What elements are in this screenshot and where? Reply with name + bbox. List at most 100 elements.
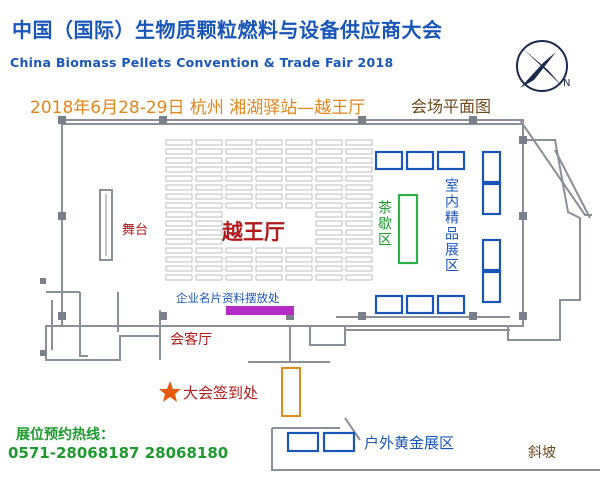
seat-row bbox=[255, 247, 283, 254]
reception-label: 会客厅 bbox=[170, 332, 212, 348]
page-subtitle: China Biomass Pellets Convention & Trade… bbox=[10, 55, 394, 70]
seat-row bbox=[285, 184, 313, 191]
seat-row bbox=[315, 265, 343, 272]
seat-row bbox=[195, 256, 223, 263]
seat-row bbox=[345, 247, 373, 254]
seat-row bbox=[225, 175, 253, 182]
seat-row bbox=[165, 148, 193, 155]
seat-row bbox=[225, 256, 253, 263]
seat-row bbox=[195, 139, 223, 146]
booth[interactable] bbox=[286, 431, 320, 453]
seat-row bbox=[285, 274, 313, 281]
seat-row bbox=[195, 157, 223, 164]
seat-row bbox=[195, 184, 223, 191]
seat-row bbox=[315, 184, 343, 191]
seat-row bbox=[255, 265, 283, 272]
seat-row bbox=[165, 157, 193, 164]
seat-row bbox=[195, 175, 223, 182]
seat-row bbox=[225, 157, 253, 164]
seat-row bbox=[345, 202, 373, 209]
seat-row bbox=[255, 175, 283, 182]
seat-row bbox=[225, 139, 253, 146]
seat-row bbox=[195, 247, 223, 254]
seat-row bbox=[255, 202, 283, 209]
seat-row bbox=[165, 211, 193, 218]
seat-row bbox=[315, 139, 343, 146]
business-card-label: 企业名片资料摆放处 bbox=[176, 291, 280, 305]
seat-row bbox=[315, 211, 343, 218]
hall-label: 越王厅 bbox=[222, 220, 285, 244]
seat-row bbox=[225, 202, 253, 209]
booth[interactable] bbox=[405, 294, 435, 315]
seat-row bbox=[195, 202, 223, 209]
compass-north-letter: N bbox=[563, 78, 570, 89]
compass-icon: N bbox=[516, 40, 570, 92]
seat-row bbox=[345, 229, 373, 236]
seating-rows bbox=[165, 139, 373, 281]
seat-row bbox=[255, 148, 283, 155]
seat-row bbox=[165, 265, 193, 272]
seat-row bbox=[165, 247, 193, 254]
booth[interactable] bbox=[481, 270, 502, 304]
signin-label: 大会签到处 bbox=[183, 384, 259, 402]
seat-row bbox=[345, 184, 373, 191]
seat-row bbox=[195, 148, 223, 155]
seat-row bbox=[255, 157, 283, 164]
hall-pillars bbox=[40, 116, 527, 356]
seat-row bbox=[165, 256, 193, 263]
seat-row bbox=[285, 175, 313, 182]
seat-row bbox=[315, 166, 343, 173]
seat-row bbox=[225, 193, 253, 200]
seat-row bbox=[315, 220, 343, 227]
seat-row bbox=[225, 265, 253, 272]
signin-desk bbox=[281, 367, 301, 417]
booth[interactable] bbox=[436, 294, 466, 315]
booth[interactable] bbox=[374, 150, 404, 171]
booth[interactable] bbox=[374, 294, 404, 315]
seat-row bbox=[315, 148, 343, 155]
seat-row bbox=[195, 193, 223, 200]
seat-row bbox=[165, 202, 193, 209]
seat-row bbox=[315, 202, 343, 209]
booth[interactable] bbox=[436, 150, 466, 171]
seat-row bbox=[285, 202, 313, 209]
star-icon bbox=[159, 381, 181, 402]
seat-row bbox=[315, 175, 343, 182]
seat-row bbox=[345, 157, 373, 164]
outdoor-booths bbox=[286, 431, 356, 453]
seat-row bbox=[165, 184, 193, 191]
seat-row bbox=[345, 265, 373, 272]
seat-row bbox=[255, 193, 283, 200]
seat-row bbox=[345, 274, 373, 281]
seat-row bbox=[345, 148, 373, 155]
seat-row bbox=[195, 220, 223, 227]
booth[interactable] bbox=[322, 431, 356, 453]
seat-row bbox=[345, 238, 373, 245]
seat-row bbox=[345, 211, 373, 218]
seat-row bbox=[255, 184, 283, 191]
seat-row bbox=[285, 265, 313, 272]
booth[interactable] bbox=[481, 182, 502, 216]
seat-row bbox=[195, 274, 223, 281]
seat-row bbox=[315, 229, 343, 236]
seat-row bbox=[225, 148, 253, 155]
business-card-table bbox=[226, 306, 294, 315]
seat-row bbox=[345, 175, 373, 182]
hotline-numbers[interactable]: 0571-28068187 28068180 bbox=[8, 444, 229, 462]
seat-row bbox=[315, 256, 343, 263]
booth[interactable] bbox=[481, 238, 502, 272]
seat-row bbox=[255, 274, 283, 281]
seat-row bbox=[315, 274, 343, 281]
seat-row bbox=[345, 193, 373, 200]
seat-row bbox=[285, 157, 313, 164]
seat-row bbox=[195, 229, 223, 236]
seat-row bbox=[195, 238, 223, 245]
booth[interactable] bbox=[405, 150, 435, 171]
seat-row bbox=[315, 157, 343, 164]
hall-walls bbox=[45, 119, 600, 471]
seat-row bbox=[165, 220, 193, 227]
outdoor-exhibition-label: 户外黄金展区 bbox=[364, 434, 455, 452]
seat-row bbox=[285, 193, 313, 200]
booth[interactable] bbox=[481, 150, 502, 184]
seat-row bbox=[315, 238, 343, 245]
